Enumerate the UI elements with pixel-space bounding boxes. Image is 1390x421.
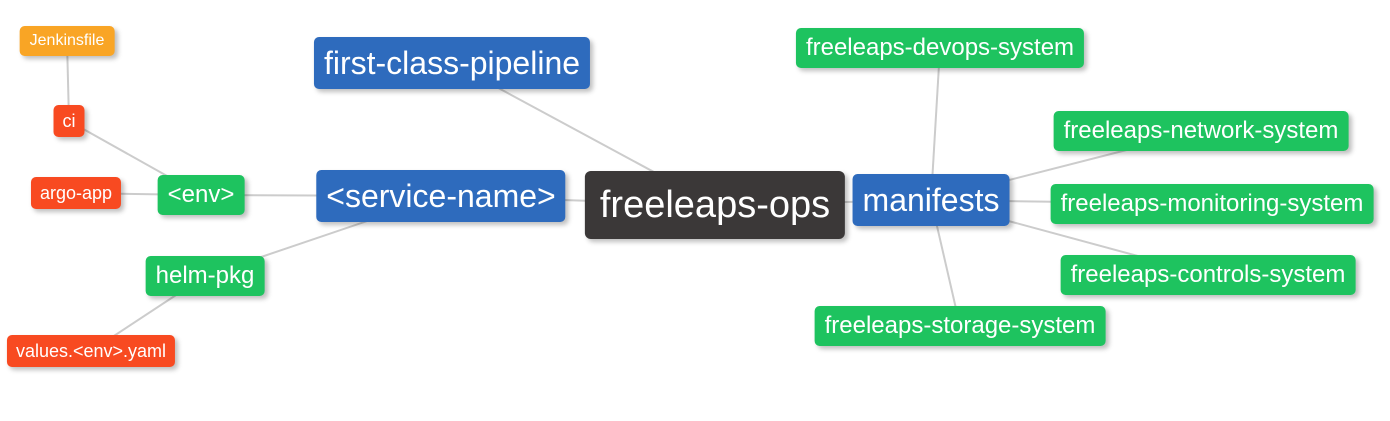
node-freeleaps-controls-system[interactable]: freeleaps-controls-system — [1060, 255, 1356, 295]
node-freeleaps-network-system[interactable]: freeleaps-network-system — [1053, 111, 1349, 151]
node-jenkinsfile[interactable]: Jenkinsfile — [19, 26, 115, 56]
node-argo-app[interactable]: argo-app — [30, 177, 122, 209]
node-freeleaps-ops[interactable]: freeleaps-ops — [584, 171, 846, 239]
node-values-env-yaml[interactable]: values.<env>.yaml — [6, 335, 176, 367]
node-service-name[interactable]: <service-name> — [316, 170, 566, 222]
node-ci[interactable]: ci — [53, 105, 85, 137]
node-freeleaps-monitoring-system[interactable]: freeleaps-monitoring-system — [1050, 184, 1374, 224]
node-manifests[interactable]: manifests — [852, 174, 1010, 226]
node-freeleaps-devops-system[interactable]: freeleaps-devops-system — [795, 28, 1085, 68]
node-helm-pkg[interactable]: helm-pkg — [145, 256, 265, 296]
node-freeleaps-storage-system[interactable]: freeleaps-storage-system — [814, 306, 1106, 346]
node-first-class-pipeline[interactable]: first-class-pipeline — [313, 37, 591, 89]
node-env[interactable]: <env> — [157, 175, 245, 215]
